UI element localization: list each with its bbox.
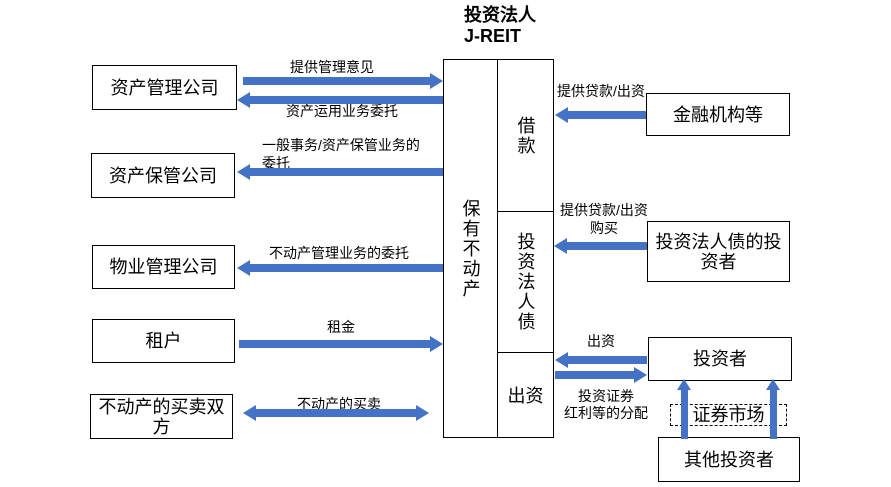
label-capital-contribution: 出资 — [587, 333, 615, 349]
label-dividend-distribution: 投资证券 红利等的分配 — [558, 388, 654, 422]
box-securities-market-label: 证券市场 — [692, 404, 765, 425]
arrowhead-left-icon — [243, 405, 256, 421]
capital-label: 出资 — [507, 386, 544, 406]
arrow-shaft — [256, 409, 416, 417]
label-provide-loan-capital-purchase: 提供贷款/出资 购买 — [557, 201, 651, 237]
central-box: 保有不动产 借款 投资法人债 出资 — [443, 59, 554, 438]
arrow-other-investors-right — [766, 379, 780, 439]
arrowhead-left-icon — [555, 352, 568, 368]
label-general-custody-line2: 委托 — [262, 155, 290, 171]
arrow-shaft — [568, 356, 647, 364]
box-asset-custody-company: 资产保管公司 — [91, 153, 235, 198]
diagram-title-line2: J-REIT — [464, 26, 522, 46]
box-asset-custody-company-label: 资产保管公司 — [109, 165, 217, 186]
box-asset-management-company-label: 资产管理公司 — [110, 77, 219, 98]
arrow-shaft — [567, 242, 647, 250]
arrow-shaft — [555, 371, 634, 379]
arrow-shaft — [250, 264, 443, 272]
arrow-shaft — [568, 111, 646, 119]
arrow-provide-loan-capital-purchase — [554, 238, 647, 254]
label-dividend-line2: 红利等的分配 — [564, 405, 648, 421]
holding-real-estate-label: 保有不动产 — [460, 198, 481, 299]
label-rent: 租金 — [327, 319, 355, 335]
arrow-provide-loan-capital — [555, 107, 646, 123]
arrow-dividend-distribution — [555, 367, 647, 383]
capital-cell: 出资 — [498, 353, 553, 437]
label-provide-loan-capital: 提供贷款/出资 — [557, 83, 645, 99]
arrowhead-up-icon — [677, 379, 691, 390]
box-other-investors: 其他投资者 — [658, 437, 800, 482]
label-provide-loan-capital-purchase-line1: 提供贷款/出资 — [560, 202, 648, 218]
arrowhead-left-icon — [237, 260, 250, 276]
arrowhead-left-icon — [555, 107, 568, 123]
box-securities-market: 证券市场 — [670, 404, 787, 426]
arrowhead-right-icon — [430, 336, 443, 352]
arrowhead-left-icon — [554, 238, 567, 254]
label-dividend-line1: 投资证券 — [578, 388, 634, 404]
arrow-shaft — [769, 390, 777, 439]
investment-corp-bond-label: 投资法人债 — [515, 232, 536, 332]
label-asset-operation-entrust: 资产运用业务委托 — [286, 103, 398, 119]
central-right-column: 借款 投资法人债 出资 — [498, 60, 553, 437]
investment-corp-bond-cell: 投资法人债 — [498, 212, 553, 353]
arrow-asset-operation-entrust — [237, 92, 443, 108]
borrowing-cell: 借款 — [498, 60, 553, 212]
arrow-shaft — [250, 168, 443, 176]
arrow-real-estate-trade — [243, 405, 429, 421]
arrowhead-up-icon — [766, 379, 780, 390]
box-property-management-company: 物业管理公司 — [92, 245, 235, 289]
box-other-investors-label: 其他投资者 — [684, 449, 774, 470]
arrow-other-investors-left — [677, 379, 691, 439]
arrowhead-right-icon — [430, 73, 443, 89]
diagram-title: 投资法人 J-REIT — [464, 5, 536, 47]
box-investors: 投资者 — [648, 337, 792, 381]
borrowing-label: 借款 — [515, 115, 536, 156]
arrow-management-advice — [243, 73, 443, 89]
box-investors-label: 投资者 — [693, 349, 747, 369]
arrowhead-left-icon — [237, 164, 250, 180]
box-asset-management-company: 资产管理公司 — [92, 65, 237, 110]
label-management-advice: 提供管理意见 — [290, 59, 374, 75]
box-financial-institutions-label: 金融机构等 — [673, 104, 763, 125]
label-general-custody-entrust: 一般事务/资产保管业务的 委托 — [262, 136, 420, 172]
box-tenant: 租户 — [92, 319, 235, 363]
label-general-custody-line1: 一般事务/资产保管业务的 — [262, 137, 420, 153]
arrow-rent — [239, 336, 443, 352]
box-financial-institutions: 金融机构等 — [646, 93, 790, 136]
arrow-capital-contribution — [555, 352, 647, 368]
label-real-estate-trade: 不动产的买卖 — [297, 396, 381, 412]
arrowhead-right-icon — [634, 367, 647, 383]
label-provide-loan-capital-purchase-line2: 购买 — [590, 220, 618, 236]
arrowhead-left-icon — [237, 92, 250, 108]
arrow-shaft — [250, 96, 443, 104]
box-bond-investors-label: 投资法人债的投资者 — [655, 231, 782, 272]
arrow-shaft — [239, 340, 430, 348]
diagram-title-line1: 投资法人 — [464, 5, 536, 25]
box-bond-investors: 投资法人债的投资者 — [647, 221, 790, 282]
box-property-management-company-label: 物业管理公司 — [109, 257, 218, 277]
arrow-shaft — [243, 77, 430, 85]
box-real-estate-traders: 不动产的买卖双方 — [90, 394, 233, 439]
box-tenant-label: 租户 — [145, 331, 182, 351]
arrowhead-right-icon — [416, 405, 429, 421]
label-property-mgmt-entrust: 不动产管理业务的委托 — [269, 245, 409, 261]
arrow-property-mgmt-entrust — [237, 260, 443, 276]
box-real-estate-traders-label: 不动产的买卖双方 — [98, 396, 225, 437]
holding-real-estate-cell: 保有不动产 — [444, 60, 498, 437]
arrow-general-custody-entrust — [237, 164, 443, 180]
arrow-shaft — [680, 390, 688, 439]
